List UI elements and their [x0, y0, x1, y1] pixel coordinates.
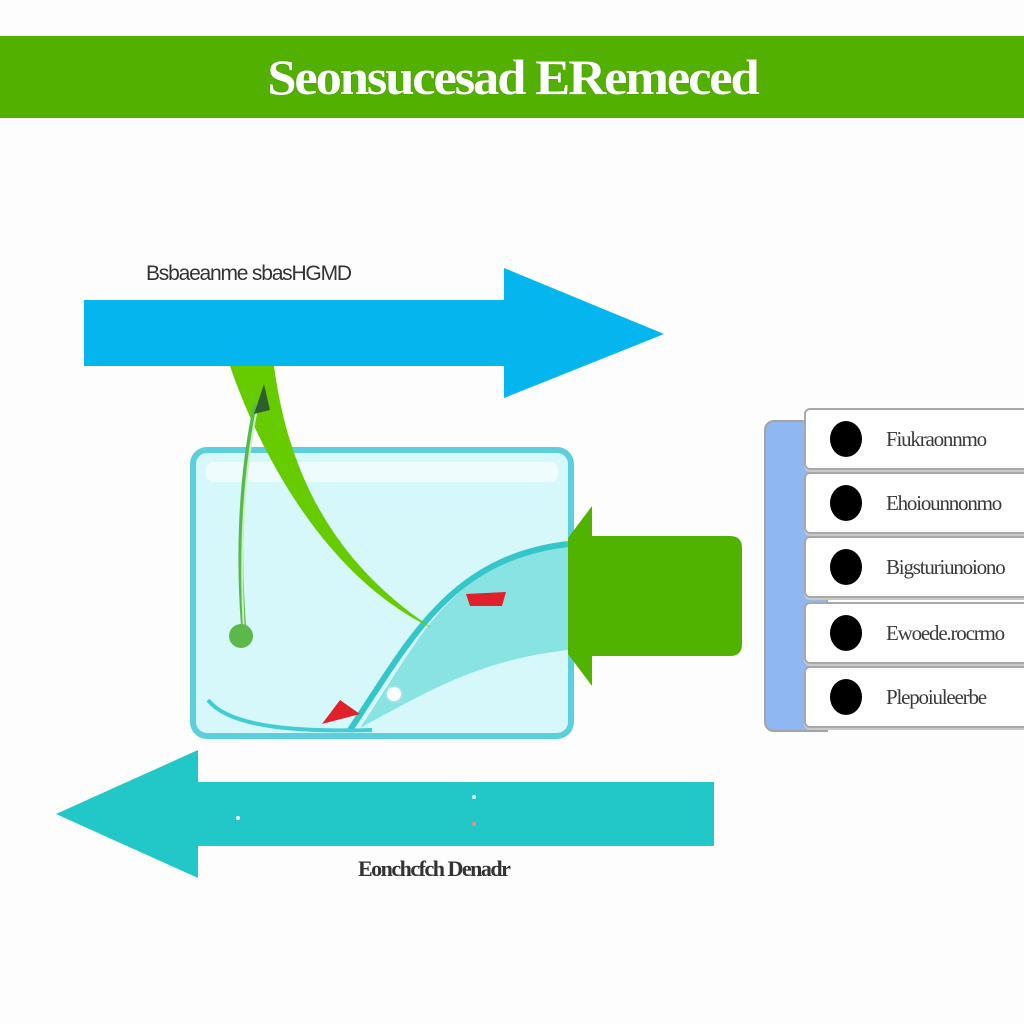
top-arrow-label: Bsbaeanme sbasHGMD	[146, 262, 352, 285]
page-title: Seonsucesad ERemeced	[266, 49, 759, 105]
step-item: Bigsturiunoiono	[804, 536, 1024, 598]
top-arrow	[84, 268, 664, 398]
step-item-label: Ehoiounnonmo	[886, 490, 1002, 515]
step-item-label: Plepoiuleerbe	[886, 684, 987, 709]
bottom-arrow-dot	[472, 795, 476, 799]
tank-bottom-curve	[206, 698, 373, 733]
bullet-icon	[830, 679, 862, 715]
tank-wave	[360, 546, 568, 728]
step-item: Plepoiuleerbe	[804, 666, 1024, 728]
step-item: Ewoede.rocrmo	[804, 602, 1024, 664]
probe-bulb	[229, 624, 253, 648]
bottom-arrow	[56, 750, 714, 878]
step-list: Fiukraonnmo Ehoiounnonmo Bigsturiunoiono…	[764, 406, 1024, 732]
bottom-arrow-dot	[236, 816, 240, 820]
step-item-label: Bigsturiunoiono	[886, 554, 1006, 579]
bottom-arrow-label: Eonchcfch Denadr	[358, 856, 511, 881]
bullet-icon	[830, 485, 862, 521]
probe-tip	[254, 384, 270, 414]
tank-highlight	[206, 462, 558, 482]
step-item-label: Ewoede.rocrmo	[886, 620, 1005, 645]
bullet-icon	[830, 549, 862, 585]
bottom-arrow-dot	[472, 822, 476, 826]
step-item: Ehoiounnonmo	[804, 472, 1024, 534]
bullet-icon	[830, 615, 862, 651]
green-connector-arrow	[568, 506, 742, 686]
red-flag	[322, 700, 360, 724]
probe-tube-inner	[241, 403, 259, 633]
step-item-label: Fiukraonnmo	[886, 426, 987, 451]
bullet-icon	[830, 421, 862, 457]
step-item: Fiukraonnmo	[804, 408, 1024, 470]
bubble	[385, 685, 403, 703]
tank-wave-edge	[347, 541, 569, 732]
red-marker	[466, 592, 506, 606]
title-bar-background	[0, 36, 1024, 118]
title-bar: Seonsucesad ERemeced	[0, 36, 1024, 118]
green-feed-curve	[230, 366, 432, 628]
